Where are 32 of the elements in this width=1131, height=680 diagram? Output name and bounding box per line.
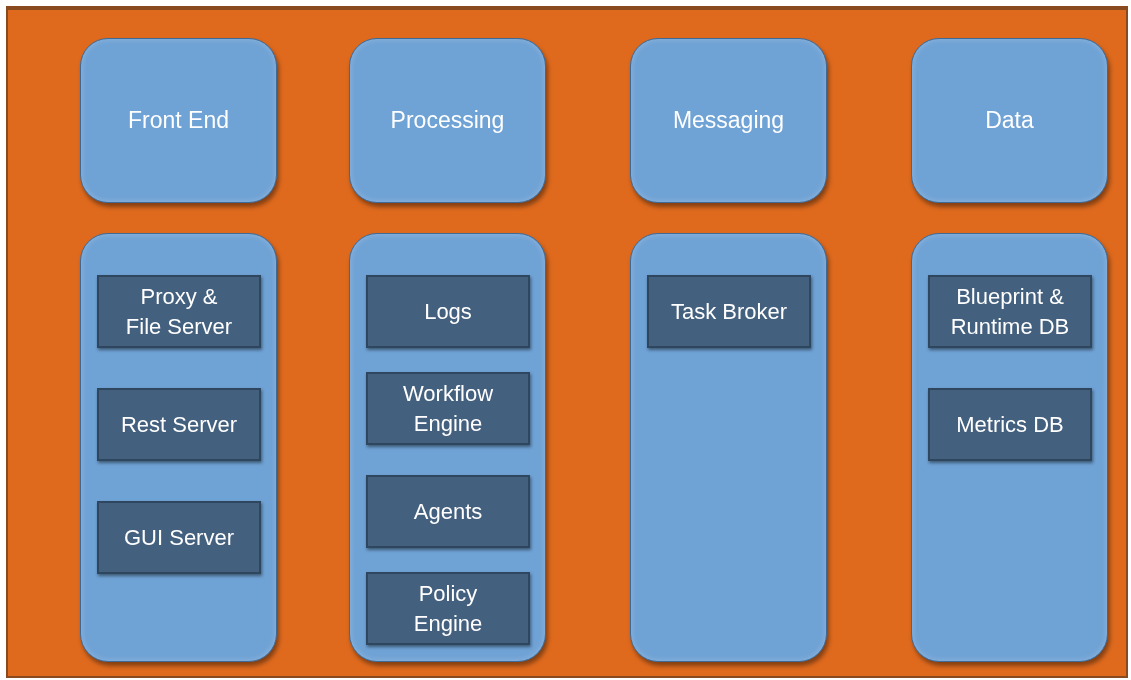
box-label: Proxy & File Server: [124, 282, 234, 341]
box-label: Data: [984, 105, 1035, 135]
column-panel: [911, 233, 1108, 662]
box-label: Logs: [423, 297, 473, 326]
category-box: [80, 38, 277, 203]
category-box: [630, 38, 827, 203]
component-box: [366, 475, 530, 548]
box-label: Task Broker: [669, 297, 789, 326]
column-panel: [80, 233, 277, 662]
component-box: [366, 372, 530, 445]
component-box: [97, 501, 261, 574]
box-label: Messaging: [671, 105, 786, 135]
box-label: Agents: [412, 497, 484, 526]
box-label: Rest Server: [119, 410, 239, 439]
category-box: [349, 38, 546, 203]
component-box: [97, 388, 261, 461]
component-box: [647, 275, 811, 348]
component-box: [366, 572, 530, 645]
box-label: Policy Engine: [412, 579, 484, 638]
component-box: [928, 275, 1092, 348]
box-label: GUI Server: [123, 523, 235, 552]
box-label: Processing: [389, 105, 506, 135]
component-box: [97, 275, 261, 348]
category-box: [911, 38, 1108, 203]
component-box: [366, 275, 530, 348]
box-label: Metrics DB: [955, 410, 1065, 439]
column-panel: [630, 233, 827, 662]
box-label: Blueprint & Runtime DB: [949, 282, 1071, 341]
component-box: [928, 388, 1092, 461]
column-panel: [349, 233, 546, 662]
box-label: Workflow Engine: [401, 379, 495, 438]
box-label: Front End: [127, 105, 230, 135]
